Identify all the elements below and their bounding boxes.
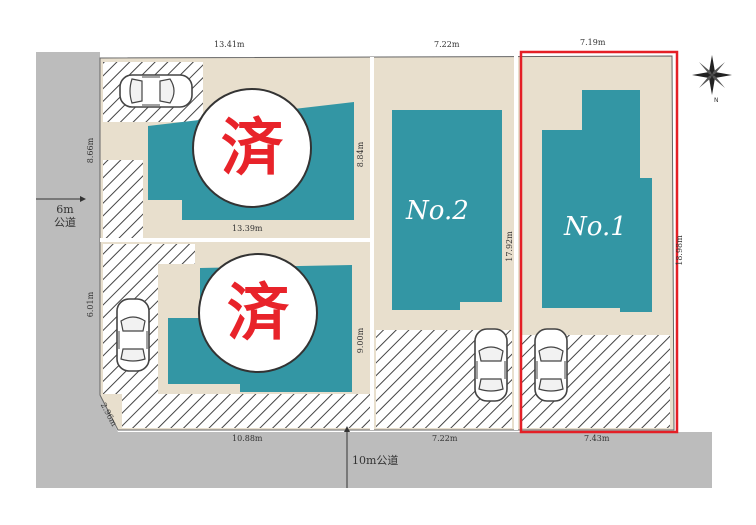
compass-north-label: N	[714, 97, 719, 104]
dim-bottom-mid-width: 7.22m	[432, 434, 458, 443]
dim-top-right-width: 7.19m	[580, 38, 606, 47]
dim-top-mid-width: 7.22m	[434, 40, 460, 49]
dim-no1-height: 18.98m	[674, 235, 684, 266]
west-road-label: 6m 公道	[54, 203, 76, 229]
dim-bottom-right-width: 7.43m	[584, 434, 610, 443]
dim-left-bottom-height: 6.01m	[86, 291, 96, 318]
dim-sold-bottom-height: 9.00m	[356, 327, 366, 354]
building-no1	[542, 90, 652, 312]
building-no2	[392, 110, 502, 310]
dim-bottom-left-width: 10.88m	[232, 434, 263, 443]
sold-mark-top: 済	[192, 88, 312, 208]
south-road-label: 10m公道	[352, 454, 399, 467]
dim-sold-top-height: 8.84m	[356, 141, 366, 168]
south-road	[36, 395, 712, 488]
lot-no2-label: No.2	[406, 196, 469, 226]
lot-no1-label: No.1	[564, 212, 627, 242]
car-icon	[119, 74, 193, 108]
dim-top-left-width: 13.41m	[214, 40, 245, 49]
west-road	[36, 52, 100, 395]
dim-sold-top-inner-width: 13.39m	[232, 224, 263, 233]
car-icon	[474, 328, 508, 402]
lot-no1-highlight	[519, 50, 679, 434]
compass-icon	[692, 55, 732, 95]
sold-mark-bottom: 済	[198, 253, 318, 373]
car-icon	[116, 298, 150, 372]
dim-left-top-height: 8.66m	[86, 137, 96, 164]
dim-no2-height: 17.92m	[504, 231, 514, 262]
car-icon	[534, 328, 568, 402]
